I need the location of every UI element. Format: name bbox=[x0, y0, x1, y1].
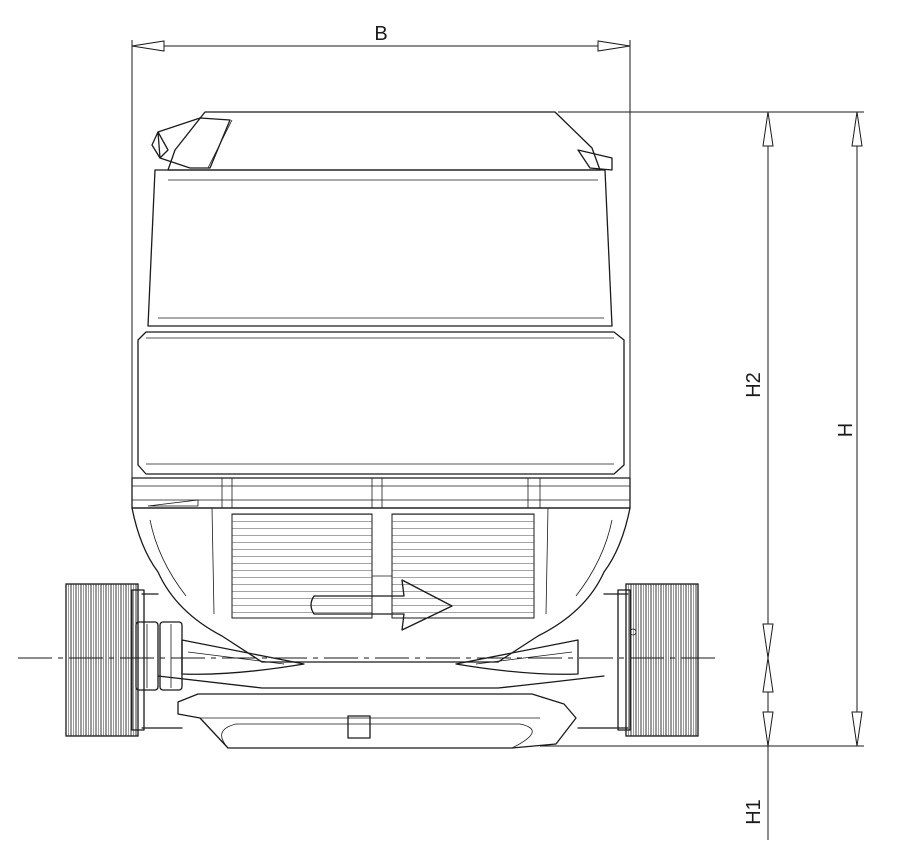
lid-latch-right bbox=[577, 149, 613, 171]
connector-left bbox=[65, 583, 145, 737]
dimension-label-h2: H2 bbox=[743, 372, 765, 398]
meter-lid bbox=[167, 111, 601, 171]
base-tab bbox=[347, 715, 371, 739]
flow-arrow-icon bbox=[310, 579, 453, 631]
dimension-label-h: H bbox=[835, 423, 857, 437]
right-wing bbox=[455, 639, 579, 675]
middle-housing bbox=[137, 331, 625, 475]
base-foot bbox=[177, 693, 577, 749]
dimension-h: H bbox=[835, 111, 863, 747]
collar-band bbox=[131, 477, 631, 509]
dimension-h2: H2 H1 bbox=[743, 111, 774, 840]
connector-right bbox=[617, 583, 699, 737]
dimension-label-b: B bbox=[374, 23, 387, 45]
meter-body bbox=[131, 111, 631, 749]
register-housing bbox=[147, 169, 613, 327]
dimension-b: B bbox=[131, 23, 631, 500]
lower-shell bbox=[131, 507, 631, 663]
seal-ring bbox=[135, 621, 183, 691]
shell-ribs bbox=[149, 507, 613, 619]
dimension-label-h1: H1 bbox=[743, 799, 765, 825]
flow-lip bbox=[371, 572, 393, 577]
extension-lines bbox=[540, 111, 864, 747]
left-wing bbox=[181, 639, 305, 675]
